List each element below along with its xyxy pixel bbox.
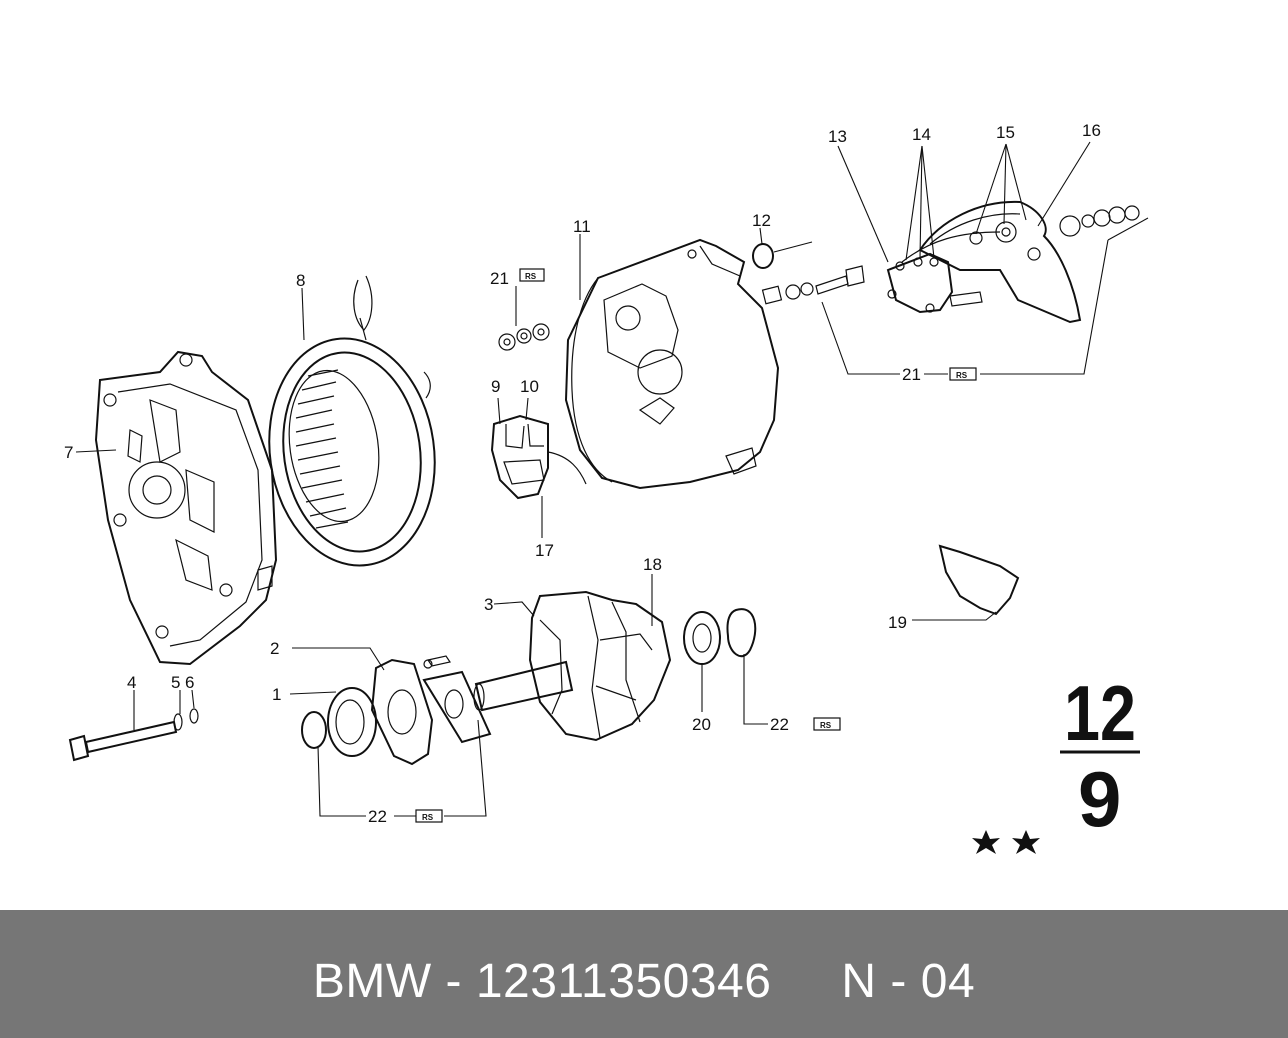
part-7-end-shield xyxy=(94,350,278,666)
callout-5: 5 xyxy=(171,673,180,692)
callout-6: 6 xyxy=(185,673,194,692)
rs-box-22-b: RS xyxy=(415,809,443,823)
footer-brand: BMW xyxy=(312,954,432,1008)
callout-15: 15 xyxy=(996,123,1015,142)
leader-lines xyxy=(75,141,1149,817)
star-icon xyxy=(972,830,1000,854)
callout-17: 17 xyxy=(535,541,554,560)
footer-diagram-code: N - 04 xyxy=(841,954,976,1008)
callout-14: 14 xyxy=(912,125,931,144)
repair-set-markers: RS RS RS RS xyxy=(415,268,977,823)
parts-13-16-rear-cover xyxy=(886,200,1082,324)
svg-text:RS: RS xyxy=(956,371,968,380)
callout-21-a: 21 xyxy=(490,269,509,288)
callout-4: 4 xyxy=(127,673,136,692)
rs-box-22-a: RS xyxy=(813,717,841,731)
callout-7: 7 xyxy=(64,443,73,462)
footer-bar: BMW - 12311350346 N - 04 xyxy=(0,910,1288,1038)
page-number: 12 9 xyxy=(1060,669,1140,843)
callout-10: 10 xyxy=(520,377,539,396)
callout-3: 3 xyxy=(484,595,493,614)
callout-18: 18 xyxy=(643,555,662,574)
callout-1: 1 xyxy=(272,685,281,704)
footer-caption: BMW - 12311350346 N - 04 xyxy=(313,954,975,1009)
part-22-ring xyxy=(726,608,757,657)
rs-box-21-b: RS xyxy=(949,367,977,381)
star-icon xyxy=(1012,830,1040,854)
callout-12: 12 xyxy=(752,211,771,230)
part-21-hardware xyxy=(498,205,1140,351)
callout-13: 13 xyxy=(828,127,847,146)
callout-19: 19 xyxy=(888,613,907,632)
part-20-bearing xyxy=(683,611,721,665)
part-12-cap xyxy=(752,241,813,269)
part-11-housing xyxy=(564,238,780,490)
parts-diagram: 7 8 11 12 21 9 10 17 13 14 15 16 21 3 18… xyxy=(64,121,1149,854)
part-19-seal xyxy=(938,544,1020,616)
part-3-rotor xyxy=(473,590,672,742)
star-icons xyxy=(972,830,1040,854)
footer-separator: - xyxy=(445,954,462,1008)
parts-4-5-6-bolt-washers xyxy=(68,708,199,762)
parts-9-10-17-brush-holder xyxy=(490,414,587,500)
callout-21-b: 21 xyxy=(902,365,921,384)
callout-20: 20 xyxy=(692,715,711,734)
svg-text:RS: RS xyxy=(422,813,434,822)
callout-2: 2 xyxy=(270,639,279,658)
callout-16: 16 xyxy=(1082,121,1101,140)
page-number-top: 12 xyxy=(1064,669,1136,757)
part-8-stator xyxy=(268,275,436,567)
rs-box-21-a: RS xyxy=(519,268,545,282)
callout-labels: 7 8 11 12 21 9 10 17 13 14 15 16 21 3 18… xyxy=(64,121,1101,826)
callout-11: 11 xyxy=(573,217,591,236)
callout-22-a: 22 xyxy=(770,715,789,734)
svg-text:RS: RS xyxy=(820,721,832,730)
callout-9: 9 xyxy=(491,377,500,396)
footer-part-number: 12311350346 xyxy=(475,954,772,1008)
page-number-bottom: 9 xyxy=(1078,755,1121,843)
callout-22-b: 22 xyxy=(368,807,387,826)
parts-1-2-bearing-plate xyxy=(301,655,492,766)
svg-text:RS: RS xyxy=(525,272,537,281)
callout-8: 8 xyxy=(296,271,305,290)
